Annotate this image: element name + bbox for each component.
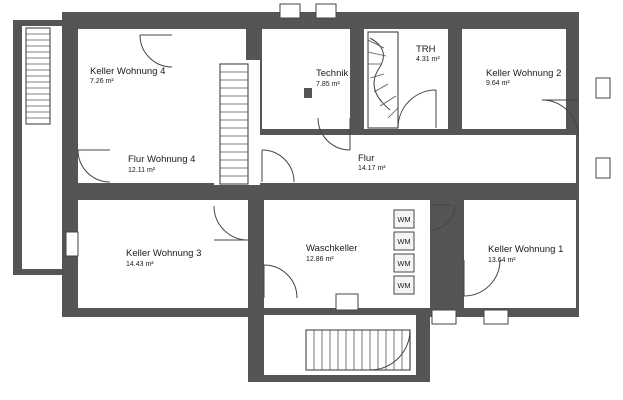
windows [65, 3, 611, 325]
washing-machine-3 [393, 253, 415, 273]
room-name-waschkeller: Waschkeller [306, 243, 357, 254]
stair-bottom-outside [305, 329, 411, 371]
room-area-technik: 7.85 m² [316, 81, 340, 88]
room-labels: Keller Wohnung 4 7.26 m² Technik 7.85 m²… [90, 44, 563, 268]
room-area-keller-wohnung-2: 9.64 m² [486, 80, 510, 87]
room-area-keller-wohnung-4: 7.26 m² [90, 78, 114, 85]
washing-machine-4 [393, 275, 415, 295]
wm-label-3: WM [397, 259, 410, 268]
washing-machine-2 [393, 231, 415, 251]
stair-trh-spiral [367, 31, 399, 129]
doors [77, 34, 579, 371]
room-area-waschkeller: 12.86 m² [306, 256, 334, 263]
room-area-trh: 4.31 m² [416, 56, 440, 63]
room-name-flur: Flur [358, 153, 374, 164]
room-name-keller-wohnung-4: Keller Wohnung 4 [90, 66, 165, 77]
washing-machine-1 [393, 209, 415, 229]
room-area-flur: 14.17 m² [358, 165, 386, 172]
room-name-keller-wohnung-1: Keller Wohnung 1 [488, 244, 563, 255]
room-name-technik: Technik [316, 68, 348, 79]
room-area-flur-wohnung-4: 12.11 m² [128, 167, 156, 174]
wm-label-4: WM [397, 281, 410, 290]
wm-label-1: WM [397, 215, 410, 224]
room-area-keller-wohnung-1: 13.64 m² [488, 257, 516, 264]
room-name-flur-wohnung-4: Flur Wohnung 4 [128, 154, 195, 165]
stair-center [219, 63, 249, 185]
room-name-trh: TRH [416, 44, 436, 55]
room-area-keller-wohnung-3: 14.43 m² [126, 261, 154, 268]
room-name-keller-wohnung-3: Keller Wohnung 3 [126, 248, 201, 259]
room-name-keller-wohnung-2: Keller Wohnung 2 [486, 68, 561, 79]
stair-left-outside [25, 27, 51, 125]
wm-label-2: WM [397, 237, 410, 246]
washing-machines: WM WM WM WM [393, 209, 415, 295]
